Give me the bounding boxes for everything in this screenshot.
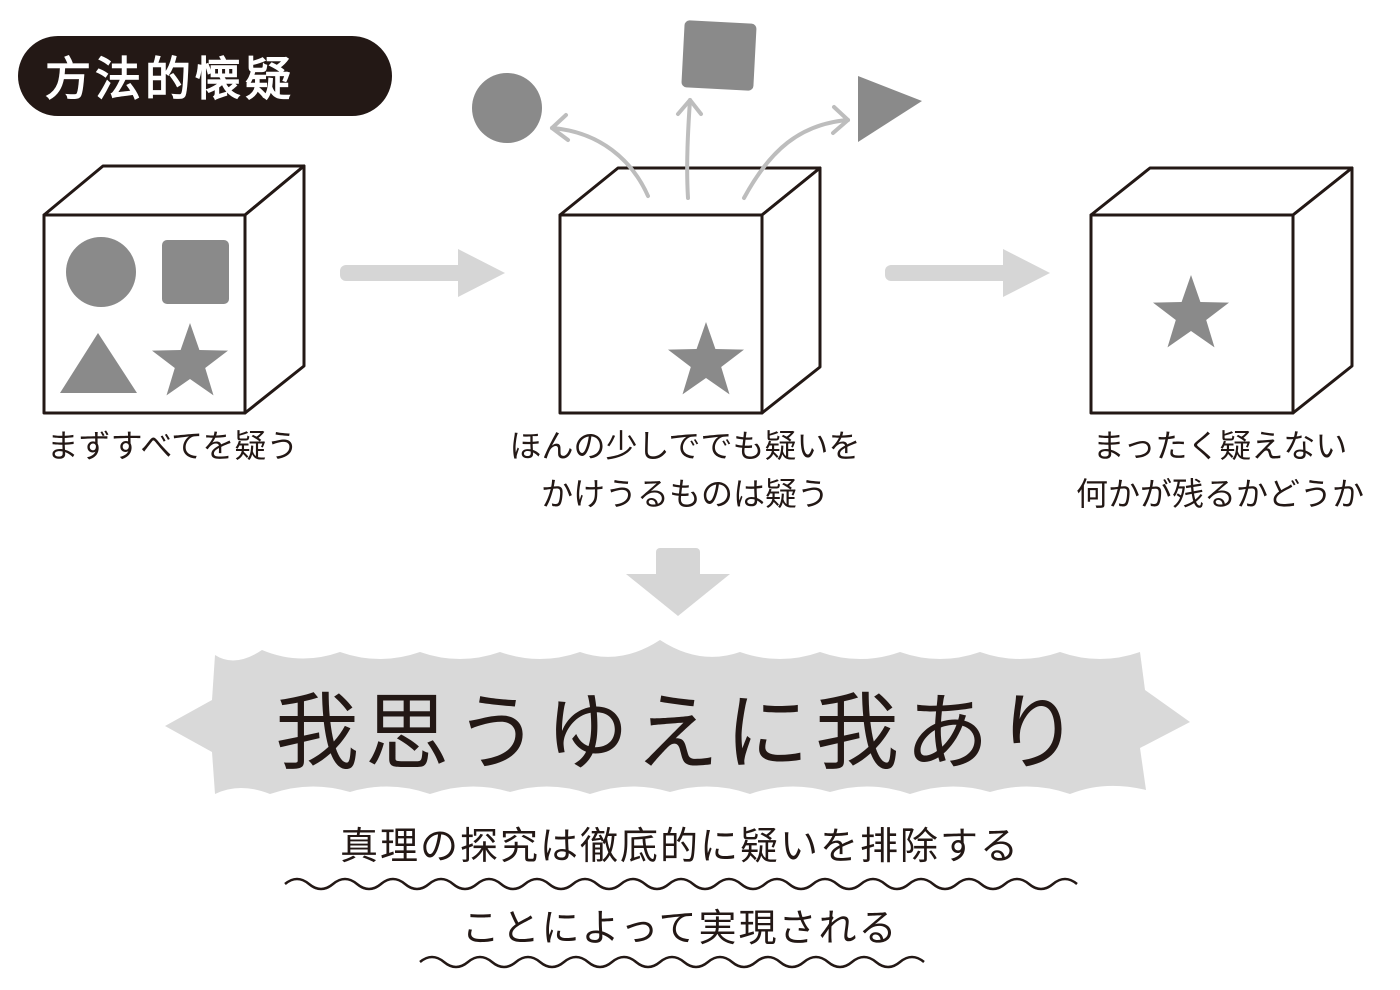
- stage-1-caption: まずすべてを疑う: [0, 422, 345, 470]
- flying-arrows: [550, 98, 850, 200]
- explanation-line-1: 真理の探究は徹底的に疑いを排除する: [339, 824, 1020, 868]
- caption-line: まったく疑えない: [1092, 427, 1348, 465]
- page-title: 方法的懐疑: [45, 52, 295, 106]
- wavy-underline-2: [419, 955, 925, 969]
- conclusion-text: 我思うゆえに我あり: [274, 684, 1085, 782]
- stage-2-caption: ほんの少しででも疑いを かけうるものは疑う: [470, 422, 900, 518]
- square-icon: [681, 20, 757, 91]
- cube-1-shapes: [60, 237, 229, 396]
- conclusion-banner: [165, 640, 1190, 794]
- caption-line: 何かが残るかどうか: [1075, 475, 1364, 513]
- square-icon: [162, 240, 229, 304]
- caption-line: ほんの少しででも疑いを: [509, 427, 861, 465]
- caption-line: かけうるものは疑う: [540, 475, 829, 513]
- circle-icon: [66, 237, 136, 307]
- title-badge: 方法的懐疑: [18, 36, 392, 116]
- arrow-right-1: [340, 249, 505, 297]
- caption-line: まずすべてを疑う: [46, 427, 299, 465]
- stage-3-caption: まったく疑えない 何かが残るかどうか: [1040, 422, 1400, 518]
- flying-shapes: [472, 20, 922, 143]
- arrow-right-2: [885, 249, 1050, 297]
- triangle-icon: [858, 76, 922, 142]
- explanation-line-2: ことによって実現される: [461, 906, 899, 950]
- arrow-down: [626, 548, 730, 616]
- triangle-icon: [60, 333, 137, 393]
- cube-3: [1089, 166, 1354, 415]
- circle-icon: [472, 73, 542, 143]
- wavy-underline-1: [284, 877, 1078, 891]
